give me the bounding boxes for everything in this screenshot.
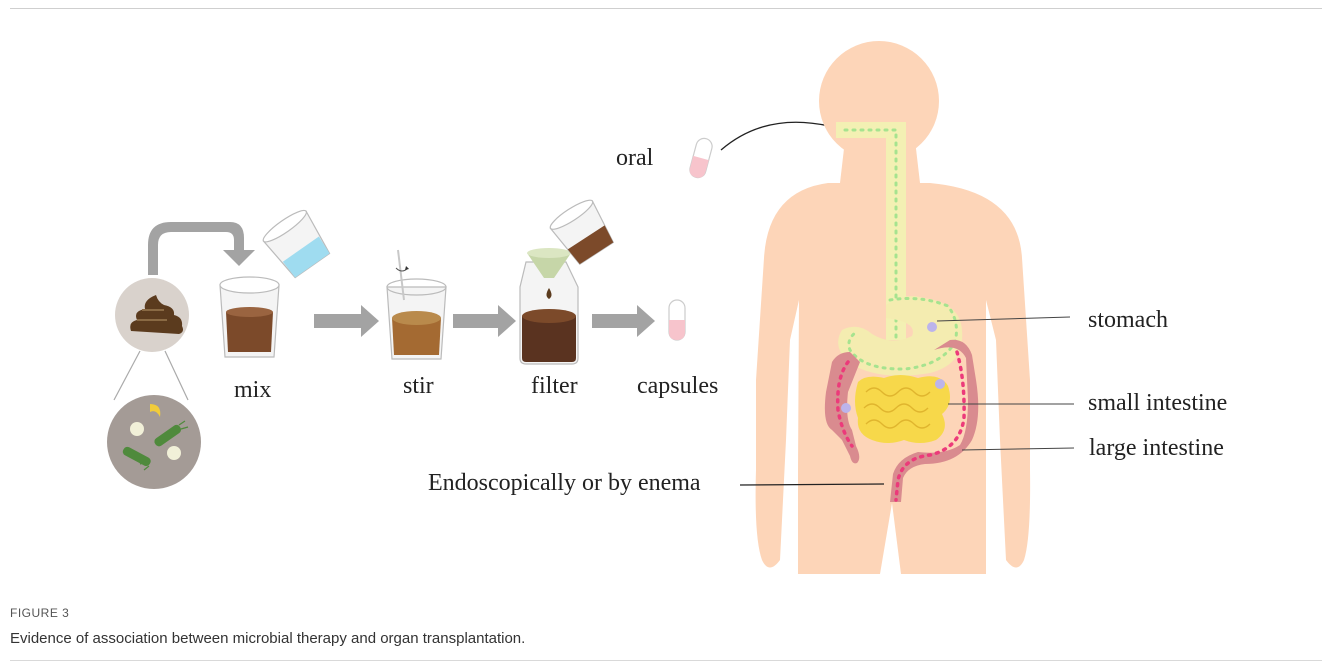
capsule-icon <box>669 300 685 340</box>
curved-arrow-icon <box>148 222 255 275</box>
organ-label-stomach: stomach <box>1088 308 1168 332</box>
route-label-oral: oral <box>616 146 653 170</box>
water-glass-icon <box>260 206 334 280</box>
stir-glass-icon <box>387 250 446 359</box>
fmt-diagram <box>0 0 1331 600</box>
step-label-capsules: capsules <box>637 374 718 398</box>
zoom-lines <box>114 351 188 400</box>
microbe-circle-icon <box>107 395 201 489</box>
organ-label-large-intestine: large intestine <box>1089 436 1224 460</box>
step-label-filter: filter <box>531 374 578 398</box>
step-label-stir: stir <box>403 374 434 398</box>
caption-divider <box>10 660 1322 661</box>
organ-label-small-intestine: small intestine <box>1088 391 1227 415</box>
arrow-icon <box>453 305 516 337</box>
oral-route-line <box>721 122 829 150</box>
figure-label: FIGURE 3 <box>10 606 69 620</box>
arrow-icon <box>314 305 379 337</box>
stool-sample-icon <box>115 278 189 352</box>
small-intestine <box>855 375 950 443</box>
route-label-endoscopic: Endoscopically or by enema <box>428 471 701 495</box>
oral-capsule-icon <box>688 137 714 180</box>
filter-flask-icon <box>520 248 578 364</box>
mix-glass-icon <box>220 277 279 357</box>
figure-caption: Evidence of association between microbia… <box>10 630 525 647</box>
step-label-mix: mix <box>234 378 271 402</box>
arrow-icon <box>592 305 655 337</box>
